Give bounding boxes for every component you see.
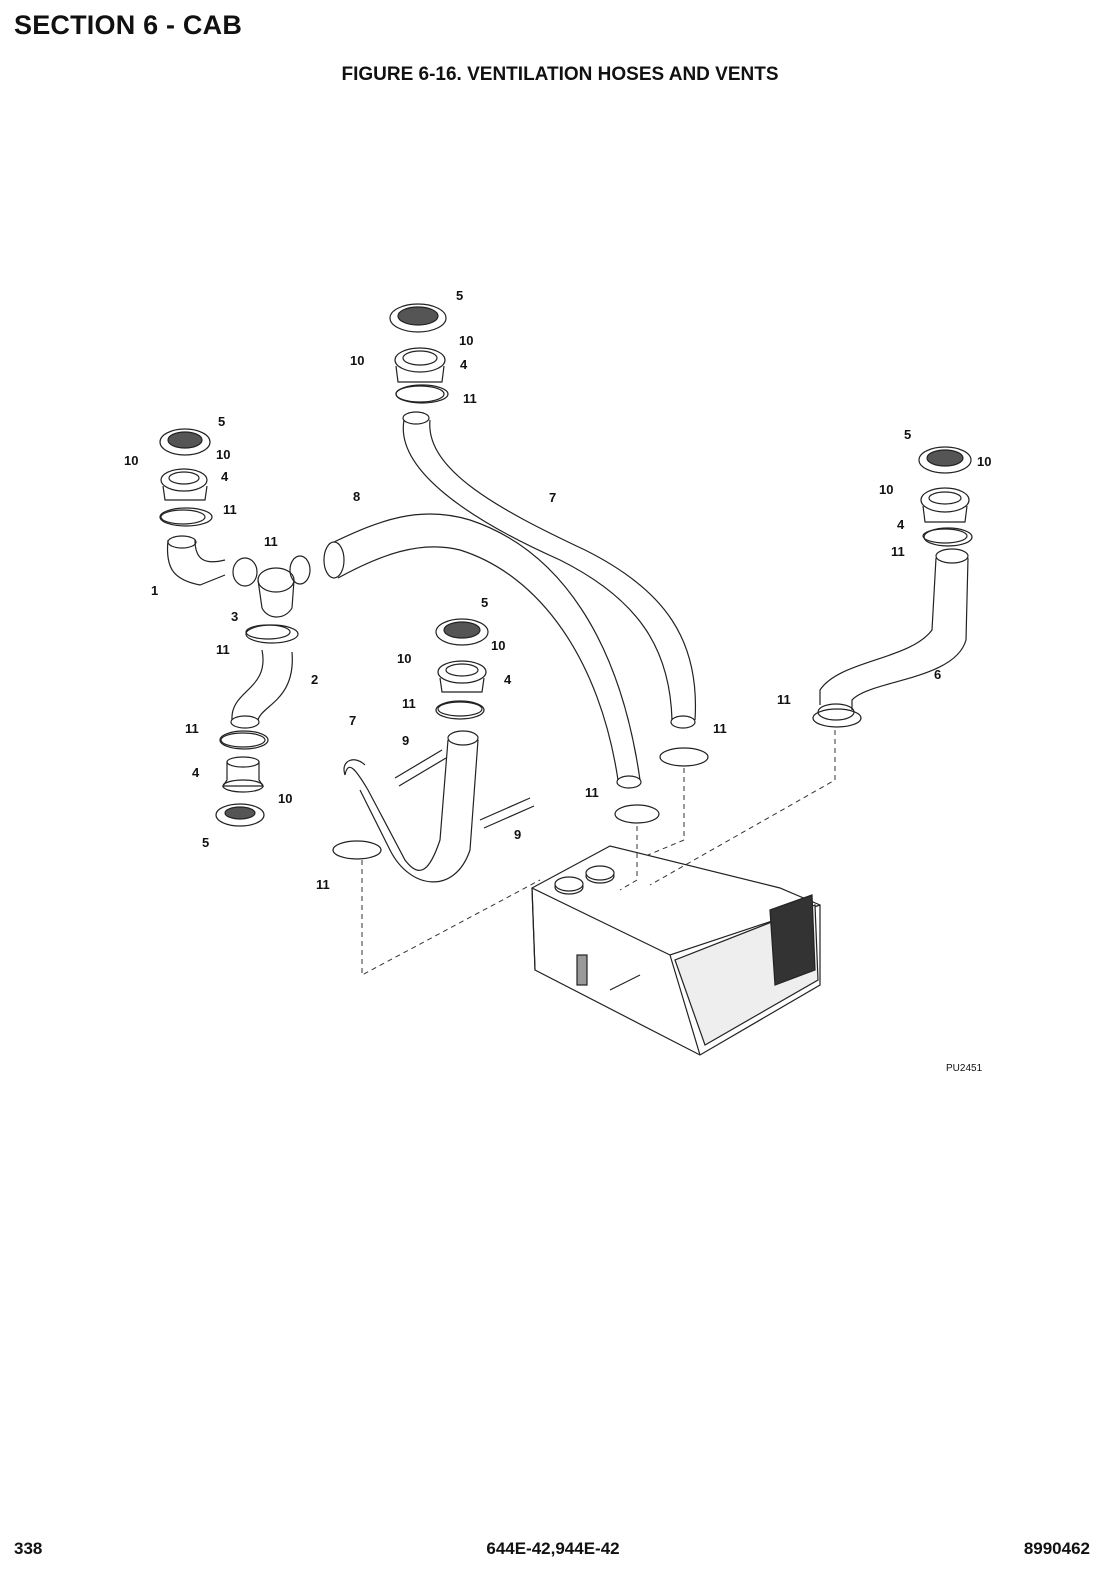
tee-3: [232, 555, 311, 640]
callout-label: 3: [231, 609, 238, 624]
vent-assembly-top: [389, 303, 447, 425]
callout-label: 11: [713, 721, 727, 736]
callout-label: 11: [402, 696, 416, 711]
callout-label: 10: [124, 453, 138, 468]
callout-label: 10: [216, 447, 230, 462]
callout-label: 11: [585, 785, 599, 800]
callout-label: 10: [459, 333, 473, 348]
section-title: SECTION 6 - CAB: [14, 10, 243, 40]
callout-label: 11: [216, 642, 230, 657]
callout-label: 4: [460, 357, 468, 372]
vent-assembly-middle: [435, 618, 489, 717]
vent-assembly-left: [159, 428, 226, 586]
hose-6: [817, 548, 969, 721]
callout-label: 9: [514, 827, 521, 842]
callout-label: 5: [481, 595, 488, 610]
callout-label: 7: [349, 713, 356, 728]
callout-label: 8: [353, 489, 360, 504]
callout-label: 10: [977, 454, 991, 469]
model-numbers: 644E-42,944E-42: [486, 1539, 620, 1558]
callout-label: 5: [218, 414, 225, 429]
figure-title: FIGURE 6-16. VENTILATION HOSES AND VENTS: [341, 64, 779, 85]
callout-label: 6: [934, 667, 941, 682]
callout-label: 10: [879, 482, 893, 497]
hose-2: [230, 649, 293, 729]
callout-label: 7: [549, 490, 556, 505]
vent-assembly-left-lower: [215, 732, 266, 827]
callout-label: 11: [264, 534, 278, 549]
hose-7-lower: [343, 730, 479, 883]
hose-7-long: [402, 419, 697, 729]
callout-label: 10: [397, 651, 411, 666]
callout-label: 10: [278, 791, 292, 806]
callout-label: 11: [223, 502, 237, 517]
callout-label: 10: [350, 353, 364, 368]
callout-label: 5: [904, 427, 911, 442]
callout-label: 11: [891, 544, 905, 559]
callout-label: 4: [221, 469, 229, 484]
callout-label: 2: [311, 672, 318, 687]
callout-label: 9: [402, 733, 409, 748]
part-number: 8990462: [1023, 1539, 1090, 1558]
callout-label: 11: [777, 692, 791, 707]
callout-label: 10: [491, 638, 505, 653]
callout-labels: 5 10 10 4 11 5 10 10 4 11 1 11 3 8 7 11 …: [124, 288, 991, 892]
callout-label: 11: [316, 877, 330, 892]
callout-label: 11: [463, 391, 477, 406]
callout-label: 4: [897, 517, 905, 532]
clamp-rings: [159, 384, 973, 860]
callout-label: 5: [202, 835, 209, 850]
callout-label: 4: [504, 672, 512, 687]
drawing-code: PU2451: [946, 1063, 983, 1074]
callout-label: 5: [456, 288, 463, 303]
vent-assembly-right: [918, 446, 972, 544]
page-number: 338: [14, 1539, 43, 1558]
hose-8: [323, 513, 642, 789]
leader-lines: [361, 730, 836, 976]
callout-label: 4: [192, 765, 200, 780]
callout-label: 1: [151, 583, 158, 598]
tube-9: [394, 749, 535, 829]
callout-label: 11: [185, 721, 199, 736]
heater-unit: [531, 845, 821, 1056]
